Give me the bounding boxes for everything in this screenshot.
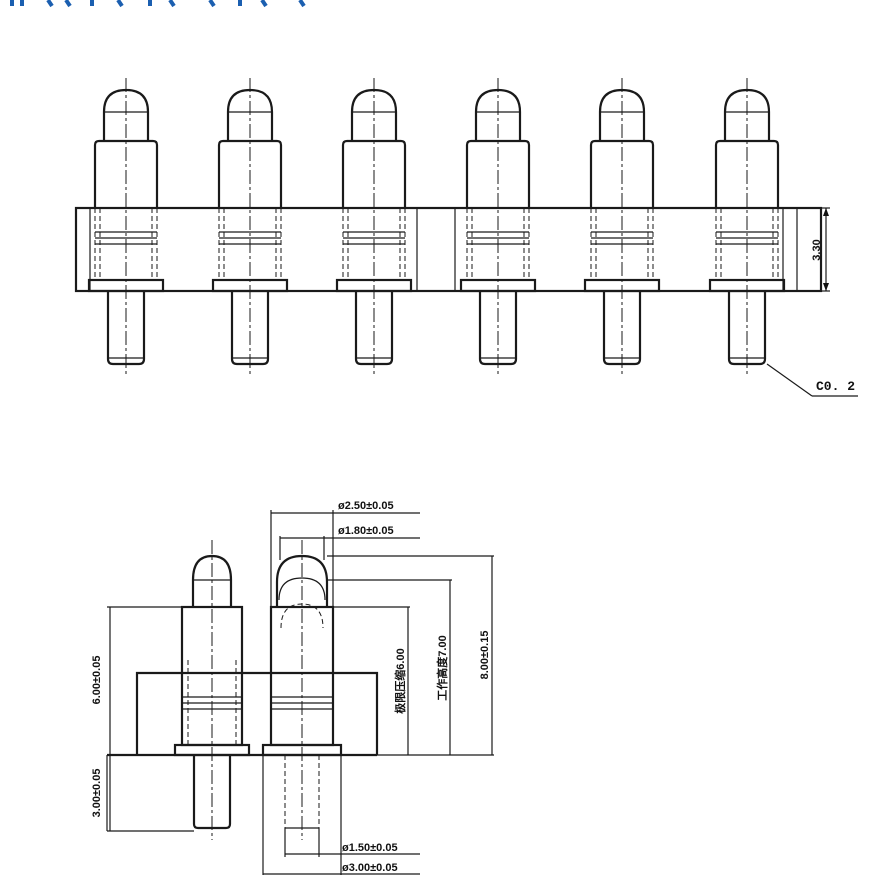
pin-1: [87, 78, 165, 376]
lower-height-label: 3.00±0.05: [91, 769, 103, 818]
header-fragment: [0, 0, 340, 8]
height-dim-label: 3.30: [811, 239, 823, 260]
chamfer-callout: C0. 2: [766, 363, 858, 397]
total-height-label: 8.00±0.15: [479, 631, 491, 680]
pin-6: [708, 78, 786, 376]
upper-height-label: 6.00±0.05: [91, 656, 103, 705]
top-view-drawing: 3.30 C0. 2: [74, 78, 858, 397]
max-compress-label: 极限压缩6.00: [393, 648, 407, 713]
pin-4: [459, 78, 537, 376]
tail-diameter-label: ø1.50±0.05: [342, 842, 398, 854]
pin-2: [211, 78, 289, 376]
body-diameter-label: ø2.50±0.05: [338, 500, 394, 512]
pin-array: [87, 78, 786, 376]
housing-outline: [74, 206, 823, 293]
chamfer-label: C0. 2: [816, 379, 855, 394]
right-height-dims: 极限压缩6.00 工作高度7.00 8.00±0.15: [327, 555, 494, 756]
side-pin-right: [261, 510, 343, 875]
tip-diameter-label: ø1.80±0.05: [338, 525, 394, 537]
diameter-dims-top: ø2.50±0.05 ø1.80±0.05: [271, 500, 420, 539]
work-height-label: 工作高度7.00: [435, 635, 449, 700]
flange-diameter-label: ø3.00±0.05: [342, 862, 398, 874]
left-height-dims: 6.00±0.05 3.00±0.05: [91, 606, 194, 832]
height-dimension: 3.30: [811, 207, 830, 292]
pin-3: [335, 78, 413, 376]
diameter-dims-bottom: ø1.50±0.05 ø3.00±0.05: [263, 842, 420, 875]
side-pin-left: [173, 540, 251, 840]
side-view-drawing: ø2.50±0.05 ø1.80±0.05 ø1.50±0.05 ø3.00±0…: [91, 500, 494, 875]
housing-step: [135, 671, 379, 755]
pin-5: [583, 78, 661, 376]
